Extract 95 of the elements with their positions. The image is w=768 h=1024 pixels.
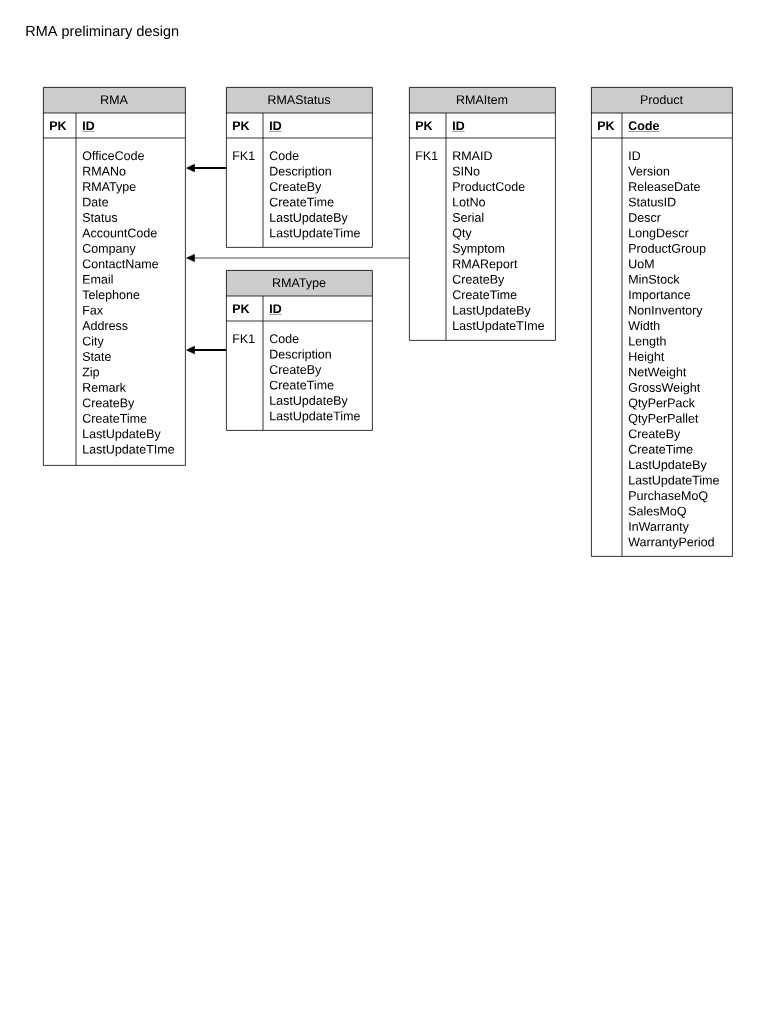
field-name: Description <box>270 166 331 179</box>
field-name: Width <box>628 320 660 331</box>
field-name: LastUpdateBy <box>83 429 161 441</box>
key-label: PK <box>50 121 67 130</box>
field-name: Height <box>629 351 665 364</box>
field-name: QtyPerPack <box>628 398 695 410</box>
field-name: SalesMoQ <box>628 506 686 518</box>
primary-key-field: ID <box>452 121 465 132</box>
table-title: RMAType <box>273 278 326 290</box>
field-name: ContactName <box>82 259 159 269</box>
field-name: State <box>82 352 111 361</box>
table-title: RMAStatus <box>268 95 331 105</box>
field-name: LastUpdateTime <box>270 228 360 240</box>
field-name: StatusID <box>628 197 676 207</box>
entity-table <box>590 87 733 557</box>
field-name: NonInventory <box>629 305 703 318</box>
field-name: Version <box>628 166 670 176</box>
field-name: CreateBy <box>269 182 322 194</box>
field-name: WarrantyPeriod <box>628 537 714 549</box>
key-label: PK <box>598 121 615 130</box>
field-name: Email <box>83 274 113 284</box>
field-name: CreateTime <box>269 380 334 390</box>
field-name: NetWeight <box>629 367 687 379</box>
key-label: PK <box>416 121 433 130</box>
field-name: CreateTime <box>269 197 334 207</box>
entity-table <box>225 87 373 248</box>
field-name: Importance <box>629 290 691 302</box>
field-name: LastUpdateTime <box>629 475 719 488</box>
field-name: Date <box>83 197 109 207</box>
field-name: Symptom <box>452 244 505 256</box>
field-name: CreateBy <box>269 365 322 377</box>
field-name: SINo <box>452 166 480 176</box>
field-name: RMANo <box>83 166 126 176</box>
field-name: CreateTime <box>452 290 517 300</box>
primary-key-field: ID <box>82 121 95 132</box>
field-name: LotNo <box>453 197 486 207</box>
key-label: FK1 <box>233 151 255 160</box>
field-name: ProductCode <box>453 181 525 192</box>
key-label: FK1 <box>233 334 255 343</box>
field-name: LastUpdateTime <box>270 411 360 423</box>
field-name: Fax <box>83 305 103 315</box>
field-name: City <box>82 336 104 348</box>
field-name: Serial <box>452 212 484 222</box>
field-name: PurchaseMoQ <box>629 490 708 503</box>
field-name: Zip <box>82 367 100 379</box>
field-name: ProductGroup <box>629 243 706 256</box>
field-name: Qty <box>452 228 472 240</box>
field-name: CreateTime <box>628 444 693 454</box>
field-name: Description <box>270 349 331 362</box>
table-title: RMA <box>101 95 128 104</box>
field-name: QtyPerPallet <box>628 413 699 426</box>
field-name: LastUpdateTIme <box>453 320 545 333</box>
field-name: OfficeCode <box>82 150 144 161</box>
page-title: RMA preliminary design <box>26 25 179 39</box>
field-name: LastUpdateBy <box>453 305 531 318</box>
field-name: Length <box>629 336 666 348</box>
field-name: GrossWeight <box>628 382 701 395</box>
field-name: Telephone <box>82 290 140 302</box>
key-label: PK <box>233 304 250 313</box>
field-name: RMAType <box>83 182 136 194</box>
key-label: PK <box>233 121 250 130</box>
entity-table <box>42 87 186 466</box>
field-name: LongDescr <box>629 228 689 240</box>
field-name: Code <box>269 333 299 344</box>
field-name: RMAReport <box>453 259 518 271</box>
field-name: Descr <box>629 213 661 222</box>
field-name: Status <box>82 213 118 222</box>
field-name: CreateBy <box>82 398 135 410</box>
field-name: LastUpdateBy <box>270 212 348 225</box>
field-name: InWarranty <box>629 522 689 534</box>
field-name: Company <box>82 244 136 256</box>
field-name: AccountCode <box>82 228 157 238</box>
field-name: LastUpdateBy <box>270 395 348 408</box>
field-name: LastUpdateTIme <box>83 444 175 457</box>
entity-table <box>225 270 373 431</box>
primary-key-field: Code <box>628 120 660 132</box>
table-title: RMAItem <box>457 95 508 105</box>
field-name: CreateBy <box>452 274 505 287</box>
table-title: Product <box>641 94 683 105</box>
primary-key-field: ID <box>269 304 282 315</box>
entity-table <box>408 87 556 341</box>
field-name: Remark <box>83 382 126 392</box>
field-name: RMAID <box>453 151 492 160</box>
field-name: LastUpdateBy <box>629 459 707 472</box>
field-name: ReleaseDate <box>629 181 700 192</box>
field-name: Address <box>82 320 128 331</box>
field-name: MinStock <box>629 274 680 284</box>
field-name: CreateBy <box>628 429 681 441</box>
field-name: CreateTime <box>82 413 147 423</box>
key-label: FK1 <box>416 151 438 160</box>
arrow <box>186 254 410 262</box>
field-name: ID <box>629 151 641 160</box>
field-name: Code <box>269 150 299 161</box>
primary-key-field: ID <box>269 121 282 132</box>
field-name: UoM <box>629 259 654 269</box>
